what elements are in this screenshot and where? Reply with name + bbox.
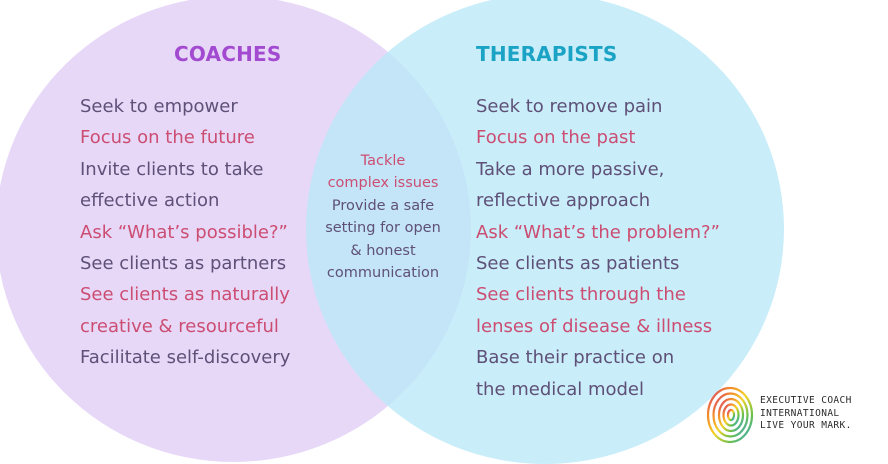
therapists-line: See clients through the [476, 284, 686, 306]
therapists-line: reflective approach [476, 190, 651, 212]
overlap-line: setting for open [325, 220, 441, 237]
therapists-list: Seek to remove pain Focus on the past Ta… [476, 91, 720, 405]
logo-tagline: LIVE YOUR MARK. [760, 420, 852, 432]
coaches-line: effective action [80, 190, 220, 212]
overlap-line: complex issues [327, 175, 439, 192]
therapists-line: Focus on the past [476, 127, 636, 149]
therapists-heading: THERAPISTS [476, 42, 618, 66]
therapists-line: Seek to remove pain [476, 96, 663, 117]
logo-text: EXECUTIVE COACH INTERNATIONAL LIVE YOUR … [760, 395, 852, 433]
coaches-line: Facilitate self-discovery [80, 347, 291, 369]
therapists-line: the medical model [476, 378, 644, 400]
overlap-text: Tackle complex issues Provide a safe set… [312, 150, 454, 284]
coaches-line: creative & resourceful [80, 315, 279, 337]
coaches-list: Seek to empower Focus on the future Invi… [80, 91, 290, 374]
overlap-line: & honest [350, 242, 416, 259]
coaches-heading: COACHES [174, 42, 282, 66]
therapists-line: lenses of disease & illness [476, 315, 713, 337]
coaches-line: Focus on the future [80, 127, 255, 149]
therapists-line: Base their practice on [476, 347, 675, 369]
coaches-line: Invite clients to take [80, 158, 264, 180]
overlap-line: Tackle [360, 153, 406, 169]
company-logo: EXECUTIVE COACH INTERNATIONAL LIVE YOUR … [703, 380, 883, 446]
coaches-line: See clients as naturally [80, 284, 290, 306]
fingerprint-icon [706, 386, 754, 444]
coaches-line: See clients as partners [80, 253, 287, 275]
coaches-line: Seek to empower [80, 96, 238, 117]
overlap-line: Provide a safe [331, 197, 435, 214]
therapists-line: Ask “What’s the problem?” [476, 221, 720, 243]
therapists-line: Take a more passive, [476, 158, 665, 180]
logo-name-line1: EXECUTIVE COACH [760, 395, 852, 406]
therapists-line: See clients as patients [476, 253, 680, 275]
logo-name-line2: INTERNATIONAL [760, 407, 840, 419]
overlap-line: communication [326, 265, 440, 282]
coaches-line: Ask “What’s possible?” [80, 221, 288, 243]
therapists-circle [306, 0, 784, 464]
